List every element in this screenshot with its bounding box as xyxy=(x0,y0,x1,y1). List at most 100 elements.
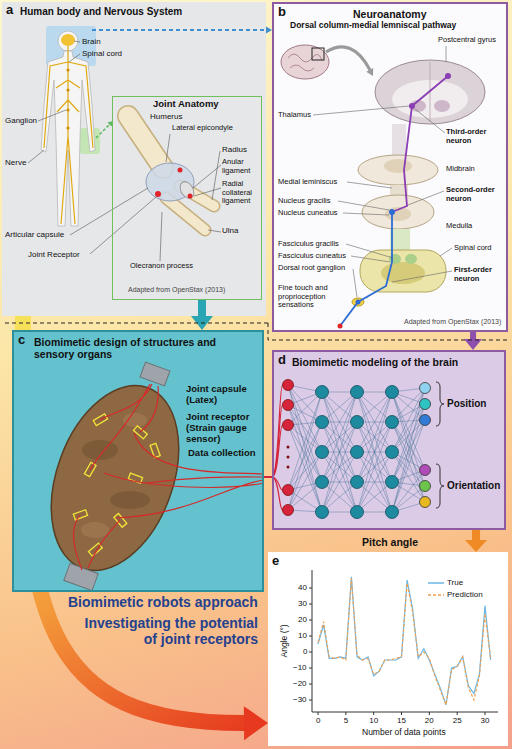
network-link xyxy=(288,425,322,512)
part-label: Nucleus cuneatus xyxy=(278,209,338,218)
part-label: Olecranon process xyxy=(130,262,193,271)
figure-part xyxy=(338,324,343,329)
arrowhead xyxy=(465,540,487,552)
network-neuron xyxy=(316,506,329,519)
network-link xyxy=(392,452,425,502)
figure-part xyxy=(128,116,163,168)
part-label: Ulna xyxy=(222,226,238,235)
panel-letter: b xyxy=(278,5,286,20)
tick-label: 0 xyxy=(316,716,320,725)
network-link xyxy=(357,392,392,422)
network-neuron xyxy=(351,506,364,519)
figure-part xyxy=(436,382,444,426)
network-neuron xyxy=(386,446,399,459)
network-link xyxy=(322,422,357,512)
tick-label: 30 xyxy=(481,716,490,725)
panel-heading: Neuroanatomy xyxy=(353,8,427,20)
network-neuron xyxy=(351,446,364,459)
legend-line xyxy=(428,594,444,596)
figure-part xyxy=(66,68,69,71)
tick-mark xyxy=(485,712,486,715)
part-label: Radius xyxy=(222,145,247,154)
tick-label: 25 xyxy=(453,716,462,725)
arrowhead xyxy=(464,339,482,350)
part-label: Articular capsule xyxy=(5,230,64,239)
network-neuron xyxy=(316,476,329,489)
axis-line xyxy=(312,712,498,713)
line-chart xyxy=(309,570,498,715)
figure-part xyxy=(434,100,450,112)
figure-part xyxy=(436,464,444,508)
network-link xyxy=(392,470,425,512)
part-label: Anular ligament xyxy=(222,158,262,175)
part-label: Ganglion xyxy=(5,116,37,125)
legend-line xyxy=(428,582,444,584)
figure-part xyxy=(110,491,150,509)
tick-label: −30 xyxy=(293,695,307,704)
tick-mark xyxy=(457,712,458,715)
connector-line xyxy=(264,476,272,478)
ground-group xyxy=(12,330,264,592)
network-link xyxy=(357,482,392,512)
figure-part xyxy=(326,47,370,70)
network-link xyxy=(288,405,322,482)
figure-part xyxy=(82,440,118,460)
tick-label: 10 xyxy=(369,716,378,725)
panel-ground xyxy=(12,330,264,592)
human-body-figure xyxy=(28,26,266,226)
part-label: First-order neuron xyxy=(454,266,504,283)
tick-label: 20 xyxy=(425,716,434,725)
panel-letter: c xyxy=(18,333,25,348)
figure-part xyxy=(81,522,109,538)
panel-letter: d xyxy=(278,353,286,368)
figure-part xyxy=(178,168,183,173)
figure-part xyxy=(166,198,205,230)
panel: dBiomimetic modeling of the brain xyxy=(272,350,506,530)
tick-label: 0 xyxy=(303,647,307,656)
chart-title: Pitch angle xyxy=(362,536,418,548)
source-note: Adapted from OpenStax (2013) xyxy=(128,286,225,294)
figure-part xyxy=(155,191,161,197)
network-link xyxy=(322,482,357,512)
tick-mark xyxy=(309,636,312,637)
figure-part xyxy=(61,34,75,46)
panel-heading: Biomimetic design of structures and sens… xyxy=(34,336,234,360)
arrowhead xyxy=(244,706,268,740)
tick-label: 5 xyxy=(344,716,348,725)
part-label: Third-order neuron xyxy=(446,128,504,145)
network-neuron xyxy=(386,386,399,399)
panel-ground xyxy=(268,552,508,746)
figure-part xyxy=(392,76,448,212)
figure-part xyxy=(356,300,361,305)
figure-part xyxy=(405,254,417,264)
figure-part xyxy=(340,212,392,326)
tick-mark xyxy=(401,712,402,715)
figure-part xyxy=(5,323,268,324)
legend-item: True xyxy=(428,578,463,587)
part-label: Fasciculus gracilis xyxy=(278,240,339,249)
axis-line xyxy=(312,570,313,712)
tick-mark xyxy=(309,620,312,621)
annotation-text: Investigating the potential of joint rec… xyxy=(73,615,258,647)
tick-mark xyxy=(429,712,430,715)
part-label: Radial collateral ligament xyxy=(222,180,264,206)
output-label: Orientation xyxy=(447,480,500,492)
legend-sample xyxy=(428,579,444,587)
figure-part xyxy=(128,116,163,168)
network-neuron xyxy=(283,420,294,431)
figure-part xyxy=(140,362,170,386)
tick-label: 15 xyxy=(397,716,406,725)
figure-part xyxy=(73,510,87,520)
network-link xyxy=(357,392,392,482)
figure-part xyxy=(445,73,451,79)
tick-label: −10 xyxy=(293,663,307,672)
network-neuron xyxy=(351,416,364,429)
network-neuron xyxy=(420,465,431,476)
tick-label: 30 xyxy=(298,599,307,608)
network-link xyxy=(357,422,392,512)
figure-part xyxy=(123,413,147,427)
source-note: Adapted from OpenStax (2013) xyxy=(404,318,501,326)
axis-title: Number of data points xyxy=(362,728,446,738)
figure-part xyxy=(166,198,205,230)
